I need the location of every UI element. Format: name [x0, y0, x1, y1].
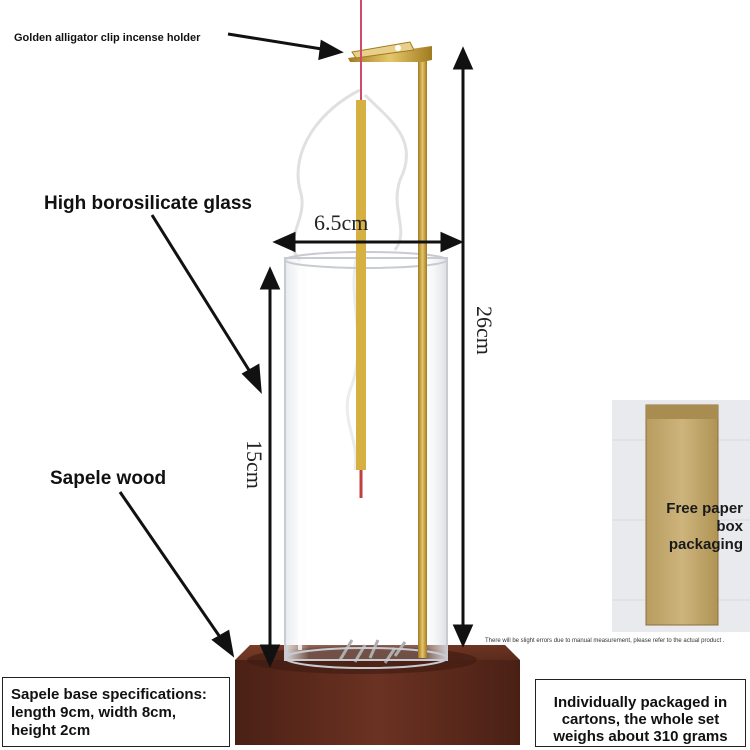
package-info-line2: cartons, the whole set — [561, 711, 720, 728]
base-specs-line3: height 2cm — [11, 722, 91, 739]
package-info-box: Individually packaged in cartons, the wh… — [535, 679, 746, 747]
base-specs-line2: length 9cm, width 8cm, — [11, 704, 177, 721]
base-specs-box: Sapele base specifications: length 9cm, … — [2, 677, 230, 747]
base-specs-line1: Sapele base specifications: — [11, 686, 207, 703]
total-height-dimension: 26cm — [472, 306, 497, 355]
glass-label: High borosilicate glass — [44, 193, 252, 214]
packaging-label-line3: packaging — [668, 536, 743, 553]
brass-holder — [348, 41, 432, 658]
clip-holder-label: Golden alligator clip incense holder — [14, 32, 201, 44]
packaging-label-line2: box — [716, 518, 743, 535]
wood-label: Sapele wood — [50, 468, 167, 489]
incense-stick — [356, 0, 366, 498]
packaging-label-line1: Free paper — [666, 500, 743, 517]
measurement-note: There will be slight errors due to manua… — [485, 638, 725, 644]
annotation-arrows — [118, 32, 344, 658]
package-info-line1: Individually packaged in — [553, 694, 728, 711]
package-info-line3: weighs about 310 grams — [553, 728, 728, 745]
packaging-label: Free paper box packaging — [645, 500, 743, 554]
width-dimension: 6.5cm — [314, 210, 369, 235]
dimension-lines — [259, 46, 474, 668]
packaging-photo — [612, 400, 750, 632]
glass-height-dimension: 15cm — [242, 440, 267, 489]
